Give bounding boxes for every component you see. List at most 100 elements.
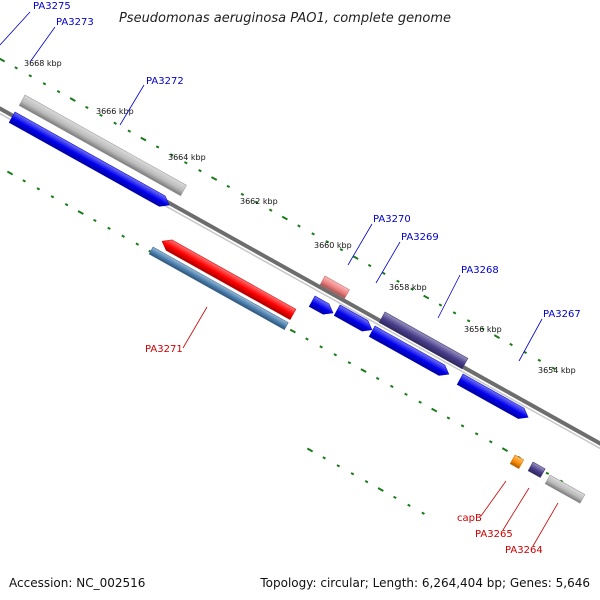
tick-mark	[489, 440, 493, 444]
tick-mark	[155, 145, 160, 149]
gene-shape	[319, 275, 350, 299]
kbp-label: 3662 kbp	[240, 197, 278, 206]
gene-label: PA3272	[146, 76, 184, 87]
gene-arrow	[368, 325, 450, 376]
gene-shape	[18, 94, 187, 197]
gene-shape	[456, 373, 529, 419]
tick-mark	[393, 495, 397, 500]
tick-mark	[347, 361, 352, 365]
tick-mark	[352, 255, 359, 260]
tick-mark	[336, 464, 341, 468]
leader-line	[502, 487, 530, 531]
gene-label: PA3271	[145, 344, 183, 355]
tick-mark	[446, 416, 451, 420]
gene-arrow	[8, 111, 170, 207]
tick-mark	[474, 432, 479, 436]
tick-mark	[254, 200, 259, 204]
gene-label: PA3267	[543, 309, 581, 320]
accession-text: Accession: NC_002516	[9, 576, 146, 590]
tick-mark	[22, 179, 26, 183]
tick-mark	[297, 224, 301, 228]
gene-shape	[8, 111, 170, 207]
gene-arrow	[308, 295, 334, 315]
tick-mark	[85, 105, 89, 110]
gene-shape	[333, 304, 373, 332]
tick-mark	[350, 472, 355, 476]
tick-mark	[6, 170, 14, 176]
gene-shape	[544, 474, 586, 504]
tick-mark	[311, 232, 315, 236]
leader-line	[480, 480, 507, 517]
tick-mark	[121, 234, 125, 238]
tick-mark	[42, 82, 47, 86]
tick-mark	[545, 471, 550, 475]
tick-mark	[423, 294, 430, 300]
tick-mark	[418, 400, 422, 404]
leader-line	[0, 11, 31, 46]
gene-shape	[148, 246, 289, 330]
tick-mark	[407, 503, 411, 507]
tick-mark	[319, 345, 323, 349]
tick-mark	[460, 424, 465, 428]
tick-mark	[211, 176, 218, 181]
leader-line	[347, 223, 373, 266]
tick-mark	[367, 263, 372, 268]
gene-shape	[161, 239, 297, 320]
tick-mark	[306, 447, 314, 453]
tick-mark	[410, 287, 414, 291]
kbp-label: 3668 kbp	[24, 59, 62, 68]
tick-mark	[360, 368, 367, 373]
tick-mark	[99, 113, 103, 117]
leader-line	[437, 274, 461, 319]
tick-mark	[382, 271, 386, 275]
tick-mark	[537, 358, 542, 362]
gene-arrow	[18, 94, 187, 197]
leader-line	[518, 318, 543, 362]
tick-mark	[169, 153, 174, 157]
gene-arrow	[148, 246, 289, 330]
tick-mark	[481, 327, 485, 331]
tick-mark	[69, 97, 76, 102]
tick-mark	[226, 184, 231, 189]
gene-label: PA3265	[475, 529, 513, 540]
tick-mark	[493, 334, 501, 339]
tick-mark	[501, 447, 509, 452]
gene-shape	[308, 295, 334, 315]
topology-text: Topology: circular; Length: 6,264,404 bp…	[260, 576, 590, 590]
tick-mark	[56, 90, 61, 94]
tick-mark	[551, 366, 556, 370]
tick-mark	[396, 279, 400, 283]
gene-label: PA3268	[461, 265, 499, 276]
gene-labels: PA3275PA3273PA3272PA3270PA3269PA3268PA32…	[0, 1, 581, 556]
tick-mark	[466, 319, 471, 323]
gene-shape	[509, 454, 525, 469]
kbp-label: 3654 kbp	[538, 366, 576, 375]
tick-mark	[93, 218, 97, 223]
tick-mark	[364, 480, 369, 484]
leader-line	[375, 241, 401, 284]
leader-line	[29, 26, 56, 63]
tick-mark	[64, 203, 69, 207]
kbp-label: 3660 kbp	[314, 241, 352, 250]
tick-mark	[305, 337, 309, 341]
leader-line	[532, 502, 559, 547]
gene-label: PA3275	[33, 1, 71, 12]
tick-mark	[281, 215, 288, 221]
gene-arrow	[161, 239, 297, 320]
tick-mark	[113, 121, 117, 125]
kbp-label: 3656 kbp	[464, 325, 502, 334]
tick-mark	[198, 169, 202, 173]
tick-mark	[77, 210, 84, 215]
tick-mark	[375, 376, 380, 381]
tick-mark	[268, 208, 273, 212]
kbp-label: 3666 kbp	[96, 107, 134, 116]
tick-mark	[50, 195, 55, 199]
gene-arrow	[333, 304, 373, 332]
tick-mark	[127, 129, 132, 133]
tick-mark	[135, 242, 140, 246]
tick-mark	[107, 226, 111, 230]
tick-mark	[28, 74, 33, 78]
tick-mark	[36, 187, 41, 191]
gene-shape	[378, 311, 469, 370]
